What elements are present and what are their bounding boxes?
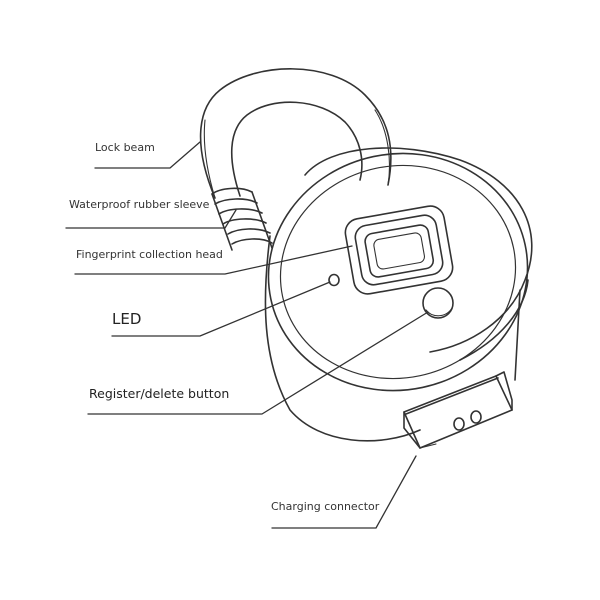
label-lock-beam: Lock beam xyxy=(95,141,155,154)
leader-charging-connector xyxy=(271,455,417,529)
label-fingerprint-head: Fingerprint collection head xyxy=(76,248,223,261)
charging-connector-shape xyxy=(403,371,513,449)
fingerprint-head-shape xyxy=(344,205,454,295)
led-shape xyxy=(328,273,340,287)
register-button-shape xyxy=(422,287,454,319)
label-rubber-sleeve: Waterproof rubber sleeve xyxy=(69,198,210,211)
label-register-button: Register/delete button xyxy=(89,386,230,401)
leader-rubber-sleeve xyxy=(65,209,237,229)
leader-fingerprint-head xyxy=(74,245,353,275)
leader-lines xyxy=(65,141,429,529)
rubber-sleeve-shape xyxy=(211,187,273,251)
lock-beam-shape xyxy=(199,68,392,199)
label-led: LED xyxy=(112,310,142,328)
leader-led xyxy=(111,281,331,337)
lock-body-shape xyxy=(264,147,533,442)
leader-lock-beam xyxy=(94,141,201,169)
leader-register-button xyxy=(87,311,429,415)
label-charging-connector: Charging connector xyxy=(271,500,380,513)
